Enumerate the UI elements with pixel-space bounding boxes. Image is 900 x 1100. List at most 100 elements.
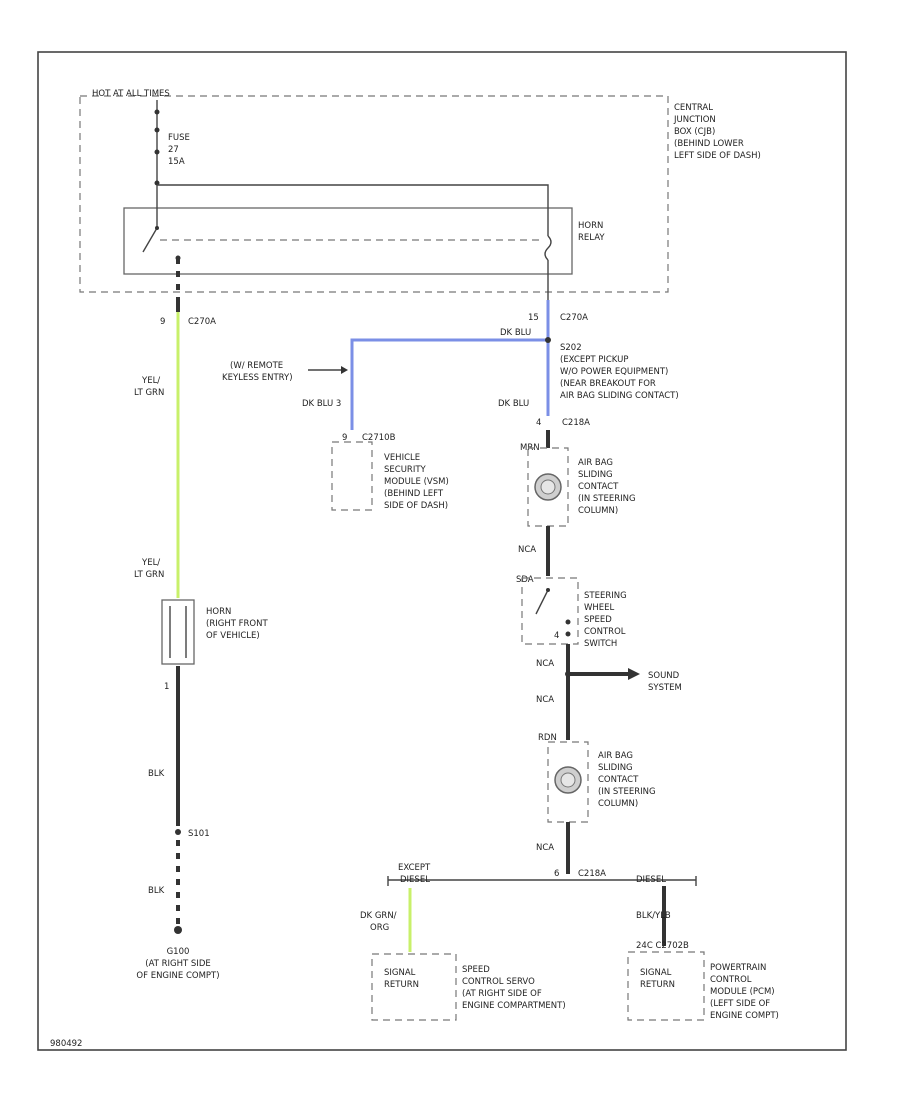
signal-return-2-label: SIGNAL RETURN <box>640 968 675 990</box>
svg-text:WHEEL: WHEEL <box>584 603 615 613</box>
wire-left-top-label: YEL/ LT GRN <box>134 376 164 398</box>
svg-text:W/O POWER EQUIPMENT): W/O POWER EQUIPMENT) <box>560 367 668 377</box>
svg-text:SPEED: SPEED <box>462 965 490 975</box>
svg-text:ENGINE COMPARTMENT): ENGINE COMPARTMENT) <box>462 1001 566 1011</box>
signal-return-2-box <box>627 951 705 1021</box>
svg-text:RETURN: RETURN <box>640 980 675 990</box>
svg-text:LEFT SIDE OF DASH): LEFT SIDE OF DASH) <box>674 151 761 161</box>
svg-text:ENGINE COMPT): ENGINE COMPT) <box>710 1011 779 1021</box>
horn-symbol <box>169 606 187 658</box>
top-bus-label: HOT AT ALL TIMES <box>92 89 170 99</box>
s202-splice <box>545 337 551 343</box>
dk-blu-right-label: DK BLU <box>498 399 529 409</box>
nca-label-2: NCA <box>536 659 554 669</box>
c218a-pin: 4 <box>536 418 541 428</box>
relay-coil <box>544 235 552 261</box>
blk-label-2: BLK <box>148 886 165 896</box>
svg-text:SIGNAL: SIGNAL <box>640 968 672 978</box>
switch-terminal-2 <box>565 631 571 637</box>
svg-text:CONTROL SERVO: CONTROL SERVO <box>462 977 535 987</box>
svg-text:FUSE: FUSE <box>168 133 190 143</box>
svg-text:YEL/: YEL/ <box>141 558 160 568</box>
c218a-label: C218A <box>562 418 590 428</box>
svg-text:LT GRN: LT GRN <box>134 570 164 580</box>
switch-pivot <box>546 588 550 592</box>
svg-text:POWERTRAIN: POWERTRAIN <box>710 963 766 973</box>
svg-text:VEHICLE: VEHICLE <box>384 453 420 463</box>
vsm-label: VEHICLE SECURITY MODULE (VSM) (BEHIND LE… <box>384 453 449 511</box>
fuse-node-3 <box>154 149 160 155</box>
switch-pin: 4 <box>554 631 559 641</box>
svg-text:(BEHIND LEFT: (BEHIND LEFT <box>384 489 444 499</box>
g100-label: G100 (AT RIGHT SIDE OF ENGINE COMPT) <box>136 947 219 981</box>
svg-text:COLUMN): COLUMN) <box>578 506 618 516</box>
svg-text:CONTACT: CONTACT <box>578 482 619 492</box>
sda-label: SDA <box>516 575 534 585</box>
svg-text:ORG: ORG <box>370 923 389 933</box>
diesel-label: DIESEL <box>636 875 666 885</box>
horn-pin: 1 <box>164 682 169 692</box>
svg-text:STEERING: STEERING <box>584 591 627 601</box>
blk-label-1: BLK <box>148 769 165 779</box>
dk-grn-org-label: DK GRN/ ORG <box>360 911 397 933</box>
steering-switch-box <box>521 577 579 645</box>
svg-text:DIESEL: DIESEL <box>400 875 430 885</box>
svg-text:SIDE OF DASH): SIDE OF DASH) <box>384 501 448 511</box>
airbag1-label: AIR BAG SLIDING CONTACT (IN STEERING COL… <box>578 458 636 516</box>
svg-text:HORN: HORN <box>206 607 231 617</box>
svg-text:(RIGHT FRONT: (RIGHT FRONT <box>206 619 268 629</box>
c218a-bottom-label: C218A <box>578 869 606 879</box>
svg-text:YEL/: YEL/ <box>141 376 160 386</box>
fuse-node-1 <box>154 109 160 115</box>
c270a-right-label: C270A <box>560 313 588 323</box>
switch-contact <box>535 589 549 615</box>
svg-text:OF ENGINE COMPT): OF ENGINE COMPT) <box>136 971 219 981</box>
svg-text:EXCEPT: EXCEPT <box>398 863 431 873</box>
dk-blu-top-label: DK BLU <box>500 328 531 338</box>
c2710b-label: C2710B <box>362 433 396 443</box>
wire-left-mid-label: YEL/ LT GRN <box>134 558 164 580</box>
remote-arrow-head <box>341 366 348 374</box>
relay-switch-pivot <box>155 226 159 230</box>
svg-text:SECURITY: SECURITY <box>384 465 427 475</box>
signal-return-1-box <box>371 953 457 1021</box>
blk-ylb-label: BLK/YLB <box>636 911 671 921</box>
svg-text:SLIDING: SLIDING <box>578 470 613 480</box>
svg-text:CONTROL: CONTROL <box>710 975 752 985</box>
svg-text:COLUMN): COLUMN) <box>598 799 638 809</box>
relay-output-node <box>175 255 181 261</box>
airbag1-clockspring-inner <box>540 479 556 495</box>
svg-text:AIR BAG SLIDING CONTACT): AIR BAG SLIDING CONTACT) <box>560 391 679 401</box>
svg-text:MODULE (VSM): MODULE (VSM) <box>384 477 449 487</box>
s101-label: S101 <box>188 829 210 839</box>
svg-text:KEYLESS ENTRY): KEYLESS ENTRY) <box>222 373 293 383</box>
sound-system-label: SOUND SYSTEM <box>648 671 682 693</box>
svg-text:CONTROL: CONTROL <box>584 627 626 637</box>
cjb-label: CENTRAL JUNCTION BOX (CJB) (BEHIND LOWER… <box>673 103 761 161</box>
svg-text:G100: G100 <box>167 947 190 957</box>
svg-text:CENTRAL: CENTRAL <box>674 103 713 113</box>
vsm-blue-wire <box>350 338 548 430</box>
svg-text:JUNCTION: JUNCTION <box>673 115 716 125</box>
svg-text:15A: 15A <box>168 157 185 167</box>
c2710b-pin: 9 <box>342 433 347 443</box>
svg-text:AIR BAG: AIR BAG <box>578 458 613 468</box>
svg-text:(IN STEERING: (IN STEERING <box>598 787 656 797</box>
speed-servo-label: SPEED CONTROL SERVO (AT RIGHT SIDE OF EN… <box>462 965 566 1011</box>
s101-splice <box>175 829 181 835</box>
c270a-left-label: C270A <box>188 317 216 327</box>
footer-code: 980492 <box>50 1039 82 1049</box>
horn-body <box>161 599 195 665</box>
nca-label-3: NCA <box>536 695 554 705</box>
svg-text:S202: S202 <box>560 343 582 353</box>
except-diesel-label: EXCEPT DIESEL <box>398 863 431 885</box>
c270a-right-pin: 15 <box>528 313 539 323</box>
svg-text:(AT RIGHT SIDE OF: (AT RIGHT SIDE OF <box>462 989 542 999</box>
diagram-frame <box>37 51 847 1051</box>
c270a-left-pin: 9 <box>160 317 165 327</box>
horn-relay-box <box>123 207 573 275</box>
svg-text:HORN: HORN <box>578 221 603 231</box>
signal-return-1-label: SIGNAL RETURN <box>384 968 419 990</box>
dk-blu-left-label: DK BLU 3 <box>302 399 341 409</box>
